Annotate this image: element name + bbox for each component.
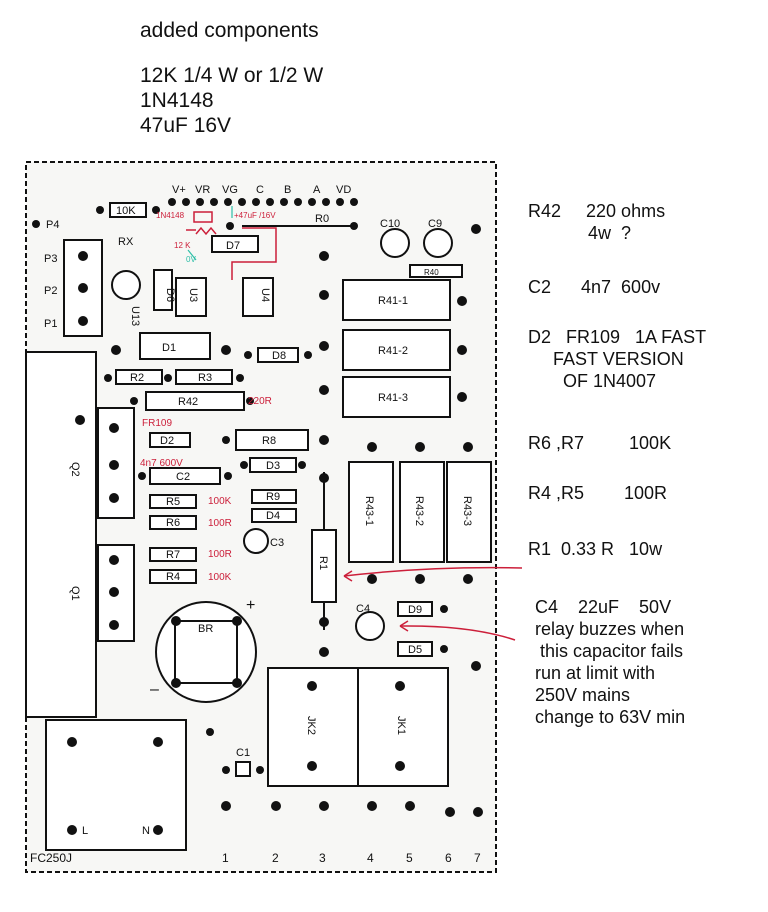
- label-d8: D8: [272, 350, 286, 362]
- bottom-pin-6: 6: [445, 851, 452, 865]
- label-u13: U13: [129, 306, 141, 326]
- r41-2-body: [342, 329, 451, 371]
- pot-label-p4: P4: [46, 219, 59, 231]
- pin-label-vd: VD: [336, 184, 351, 196]
- r1-body: [311, 529, 337, 603]
- label-r42: R42: [178, 396, 198, 408]
- pot-label-p3: P3: [44, 253, 57, 265]
- mains-block: [45, 719, 187, 851]
- header-line-3: 47uF 16V: [140, 114, 232, 137]
- bottom-pin-5: 5: [406, 851, 413, 865]
- label-d6: D6: [164, 288, 176, 302]
- pin-label-vg: VG: [222, 184, 238, 196]
- label-d3: D3: [266, 460, 280, 472]
- r43-2-body: [399, 461, 445, 563]
- pin-label-a: A: [313, 184, 321, 196]
- label-u3: U3: [187, 288, 199, 302]
- label-c3: C3: [270, 537, 284, 549]
- label-u4: U4: [259, 288, 271, 302]
- br-plus: +: [246, 597, 255, 614]
- header-block: added components 12K 1/4 W or 1/2 W 1N41…: [140, 18, 323, 138]
- ann-c2-value: 4n7 600V: [140, 458, 183, 469]
- label-q2: Q2: [69, 462, 81, 477]
- label-d9: D9: [408, 604, 422, 616]
- label-jk2: JK2: [305, 716, 317, 735]
- pin-label-vplus: V+: [172, 184, 186, 196]
- label-q1: Q1: [69, 586, 81, 601]
- label-r43-1: R43-1: [363, 496, 375, 526]
- ann-r7-value: 100R: [208, 549, 232, 560]
- label-n: N: [142, 825, 150, 837]
- bottom-pin-4: 4: [367, 851, 374, 865]
- label-br: BR: [198, 623, 213, 635]
- label-r7: R7: [166, 549, 180, 561]
- pin-label-vr: VR: [195, 184, 210, 196]
- label-r43-2: R43-2: [413, 496, 425, 526]
- label-rx: RX: [118, 236, 134, 248]
- header-line-2: 1N4148: [140, 89, 214, 112]
- label-r10k: 10K: [116, 205, 136, 217]
- label-r2: R2: [130, 372, 144, 384]
- label-r5: R5: [166, 496, 180, 508]
- label-r3: R3: [198, 372, 212, 384]
- r43-1-body: [348, 461, 394, 563]
- label-r43-3: R43-3: [461, 496, 473, 526]
- label-r40: R40: [424, 268, 439, 277]
- heatsink: [25, 351, 97, 718]
- pot-label-p2: P2: [44, 285, 57, 297]
- ann-added-cap: +47uF /16V: [234, 211, 276, 220]
- ann-r6-value: 100R: [208, 518, 232, 529]
- pin-label-b: B: [284, 184, 291, 196]
- bridge-rectifier: [155, 601, 257, 703]
- label-c1: C1: [236, 747, 250, 759]
- label-c10: C10: [380, 218, 400, 230]
- label-d5: D5: [408, 644, 422, 656]
- label-c4: C4: [356, 603, 370, 615]
- label-c2: C2: [176, 471, 190, 483]
- label-r9: R9: [266, 491, 280, 503]
- ann-zero-v: 0V: [186, 255, 196, 264]
- bottom-pin-1: 1: [222, 851, 229, 865]
- label-c9: C9: [428, 218, 442, 230]
- bottom-pin-7: 7: [474, 851, 481, 865]
- ann-added-diode: 1N4148: [156, 211, 185, 220]
- r43-3-body: [446, 461, 492, 563]
- ann-added-res: 12 K: [174, 241, 191, 250]
- label-r4: R4: [166, 571, 180, 583]
- bottom-pin-2: 2: [272, 851, 279, 865]
- pot-label-p1: P1: [44, 318, 57, 330]
- label-r41-3: R41-3: [378, 392, 408, 404]
- ann-r4-value: 100K: [208, 572, 232, 583]
- r41-3-body: [342, 376, 451, 418]
- r41-1-body: [342, 279, 451, 321]
- label-jk1: JK1: [395, 716, 407, 735]
- label-d4: D4: [266, 510, 280, 522]
- header-line-1: 12K 1/4 W or 1/2 W: [140, 64, 324, 87]
- label-d2: D2: [160, 435, 174, 447]
- board-model: FC250J: [30, 851, 72, 865]
- ann-r42-value: 220R: [248, 396, 272, 407]
- label-r1: R1: [317, 556, 329, 570]
- bottom-pin-3: 3: [319, 851, 326, 865]
- label-d1: D1: [162, 342, 176, 354]
- label-r41-1: R41-1: [378, 295, 408, 307]
- label-l: L: [82, 825, 88, 837]
- label-r6: R6: [166, 517, 180, 529]
- label-d7: D7: [226, 240, 240, 252]
- ann-r5-value: 100K: [208, 496, 232, 507]
- label-r8: R8: [262, 435, 276, 447]
- br-minus: –: [150, 681, 159, 698]
- header-title: added components: [140, 19, 319, 42]
- pin-label-c: C: [256, 184, 264, 196]
- label-r41-2: R41-2: [378, 345, 408, 357]
- ann-fr109: FR109: [142, 418, 172, 429]
- label-r0: R0: [315, 213, 329, 225]
